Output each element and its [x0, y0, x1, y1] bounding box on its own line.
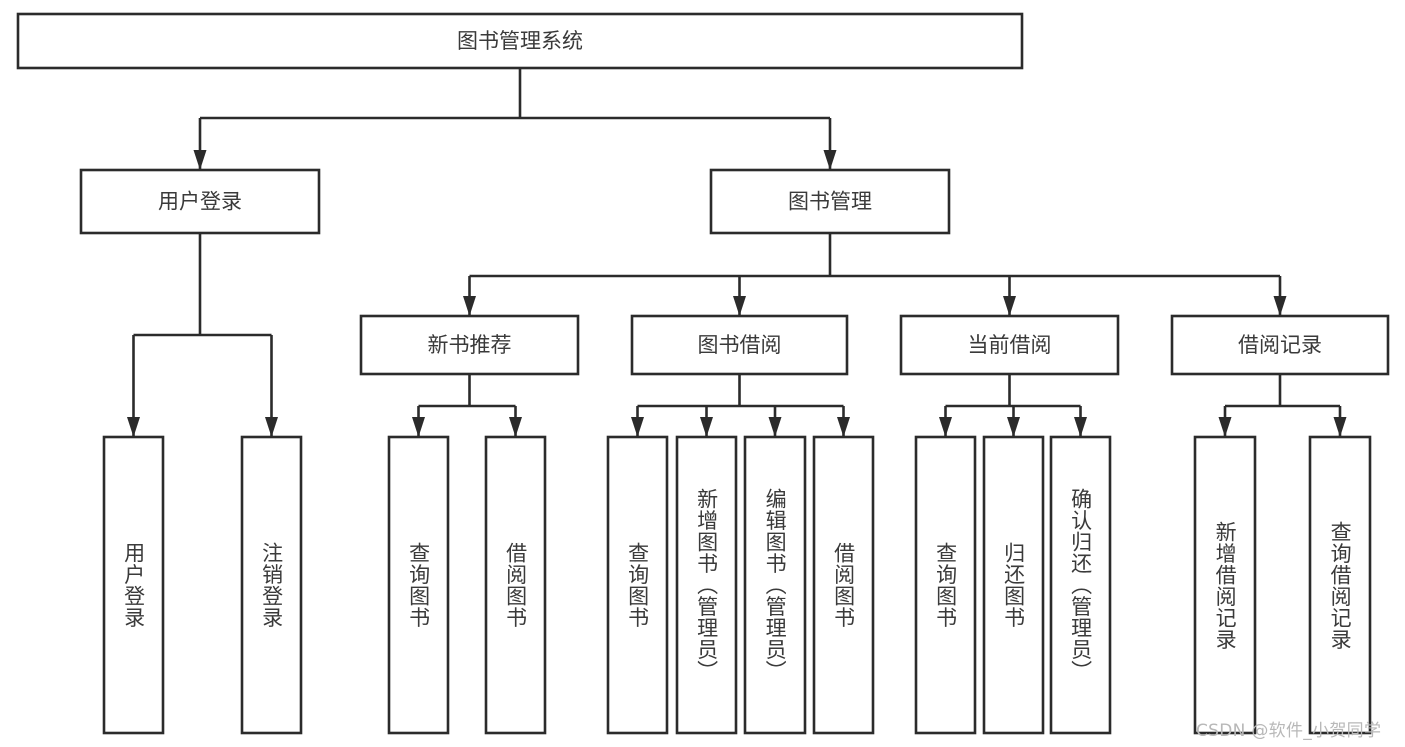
node-label: 图书管理系统 [457, 29, 583, 53]
node-box[interactable] [1170, 314, 1390, 376]
arrow-head-icon [700, 417, 713, 437]
arrow-head-icon [1333, 417, 1347, 437]
arrow-head-icon [265, 417, 278, 437]
node-box[interactable] [899, 314, 1120, 376]
node-leaf-借阅图书-7[interactable] [812, 435, 875, 735]
node-box[interactable] [743, 435, 807, 735]
node-leaf-借阅图书-3[interactable] [484, 435, 547, 735]
node-leaf-新增图书管理员-5[interactable] [675, 435, 738, 735]
node-level1-用户登录-0[interactable] [79, 168, 321, 235]
csdn-watermark: CSDN @软件_小贺同学 [1196, 721, 1382, 741]
arrow-head-icon [768, 417, 782, 437]
arrow-head-icon [1273, 296, 1287, 316]
node-box[interactable] [675, 435, 738, 735]
arrow-head-icon [412, 417, 425, 437]
node-box[interactable] [606, 435, 669, 735]
arrow-head-icon [823, 150, 837, 170]
node-leaf-确认归还管理员-10[interactable] [1049, 435, 1112, 735]
node-label: 当前借阅 [968, 333, 1052, 357]
node-box[interactable] [240, 435, 303, 735]
node-leaf-编辑图书管理员-6[interactable] [743, 435, 807, 735]
node-level2-当前借阅-2[interactable] [899, 314, 1120, 376]
arrow-head-icon [1003, 296, 1016, 316]
node-box[interactable] [387, 435, 450, 735]
node-level1-图书管理-1[interactable] [709, 168, 951, 235]
node-label: 图书管理 [788, 190, 872, 214]
node-level2-图书借阅-1[interactable] [630, 314, 849, 376]
node-box[interactable] [102, 435, 165, 735]
node-box[interactable] [709, 168, 951, 235]
arrow-head-icon [463, 296, 476, 316]
arrow-head-icon [939, 417, 952, 437]
node-root-图书管理系统[interactable] [16, 12, 1024, 70]
node-box[interactable] [16, 12, 1024, 70]
arrow-head-icon [509, 417, 522, 437]
node-box[interactable] [79, 168, 321, 235]
node-leaf-查询图书-8[interactable] [914, 435, 977, 735]
arrow-head-icon [1007, 417, 1020, 437]
node-leaf-查询借阅记录-12[interactable] [1308, 435, 1372, 735]
arrow-head-icon [631, 417, 644, 437]
node-leaf-查询图书-4[interactable] [606, 435, 669, 735]
node-box[interactable] [630, 314, 849, 376]
arrow-head-icon [127, 417, 140, 437]
node-label: 图书借阅 [698, 333, 782, 357]
node-label: 用户登录 [158, 190, 242, 214]
arrow-head-icon [1074, 417, 1087, 437]
arrow-head-icon [837, 417, 850, 437]
node-leaf-归还图书-9[interactable] [982, 435, 1045, 735]
arrow-head-icon [1218, 417, 1232, 437]
node-box[interactable] [359, 314, 580, 376]
node-level2-借阅记录-3[interactable] [1170, 314, 1390, 376]
node-box[interactable] [1308, 435, 1372, 735]
arrow-head-icon [193, 150, 207, 170]
node-leaf-注销登录-1[interactable] [240, 435, 303, 735]
node-box[interactable] [1193, 435, 1257, 735]
node-label: 新书推荐 [428, 333, 512, 357]
node-leaf-新增借阅记录-11[interactable] [1193, 435, 1257, 735]
node-box[interactable] [484, 435, 547, 735]
node-box[interactable] [812, 435, 875, 735]
node-label: 借阅记录 [1238, 333, 1322, 357]
node-box[interactable] [914, 435, 977, 735]
node-leaf-用户登录-0[interactable] [102, 435, 165, 735]
node-level2-新书推荐-0[interactable] [359, 314, 580, 376]
arrow-head-icon [733, 296, 746, 316]
node-leaf-查询图书-2[interactable] [387, 435, 450, 735]
node-box[interactable] [982, 435, 1045, 735]
node-box[interactable] [1049, 435, 1112, 735]
